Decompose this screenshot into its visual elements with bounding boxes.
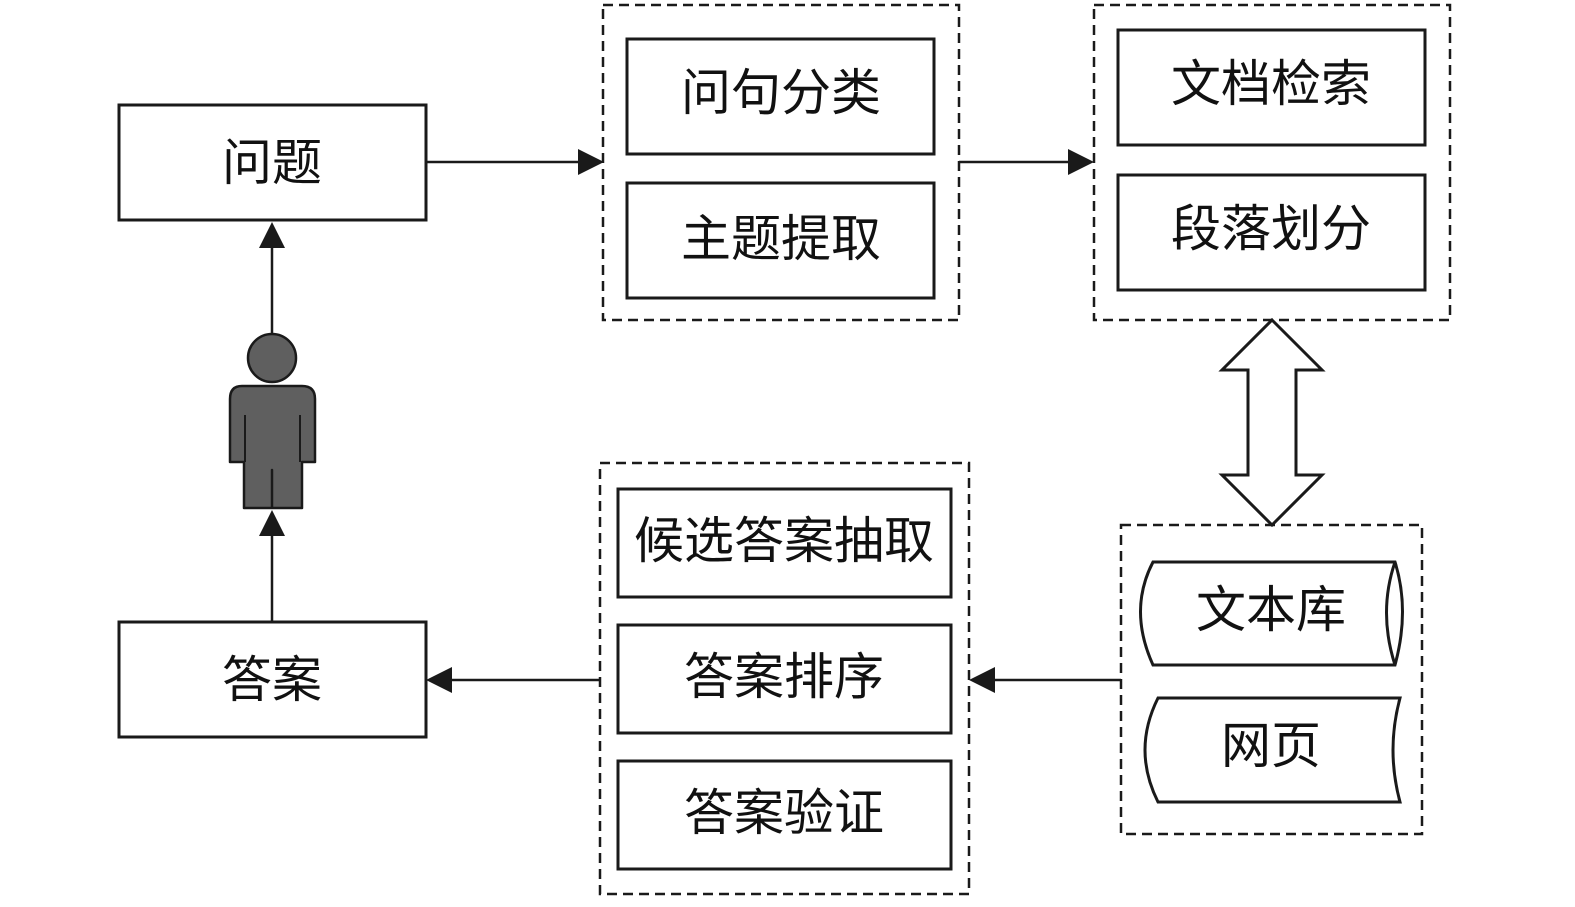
retrieval-group: 文档检索 段落划分 <box>1092 3 1452 322</box>
text-corpus-label: 文本库 <box>1196 581 1346 639</box>
arrow-person-to-question <box>259 222 285 334</box>
question-classification-box: 问句分类 <box>625 37 936 156</box>
answer-ranking-label: 答案排序 <box>684 648 884 706</box>
answer-label: 答案 <box>222 651 322 709</box>
topic-extraction-box: 主题提取 <box>625 181 936 300</box>
topic-extraction-label: 主题提取 <box>681 210 881 268</box>
web-pages-label: 网页 <box>1221 717 1321 775</box>
arrow-sources-to-extraction <box>969 667 1121 693</box>
double-arrow-icon <box>1218 317 1326 528</box>
arrow-extraction-to-answer <box>426 667 600 693</box>
candidate-extraction-label: 候选答案抽取 <box>634 512 934 570</box>
document-retrieval-box: 文档检索 <box>1116 28 1427 147</box>
sources-group: 文本库 网页 <box>1119 523 1424 836</box>
paragraph-segmentation-label: 段落划分 <box>1171 200 1371 258</box>
arrow-question-to-analysis <box>426 149 604 175</box>
arrow-answer-to-person <box>259 510 285 621</box>
candidate-extraction-box: 候选答案抽取 <box>616 487 953 599</box>
question-label: 问题 <box>222 134 322 192</box>
text-corpus-cylinder-icon: 文本库 <box>1139 560 1404 667</box>
question-classification-label: 问句分类 <box>681 64 881 122</box>
answer-extraction-group: 候选答案抽取 答案排序 答案验证 <box>598 461 971 896</box>
question-analysis-group: 问句分类 主题提取 <box>601 3 961 322</box>
document-retrieval-label: 文档检索 <box>1171 55 1371 113</box>
answer-ranking-box: 答案排序 <box>616 623 953 735</box>
answer-node: 答案 <box>117 620 428 739</box>
question-node: 问题 <box>117 103 428 222</box>
web-pages-cylinder-icon: 网页 <box>1143 696 1402 804</box>
person-icon <box>228 332 317 510</box>
answer-verification-label: 答案验证 <box>684 784 884 842</box>
paragraph-segmentation-box: 段落划分 <box>1116 173 1427 292</box>
arrow-analysis-to-retrieval <box>959 149 1094 175</box>
answer-verification-box: 答案验证 <box>616 759 953 871</box>
